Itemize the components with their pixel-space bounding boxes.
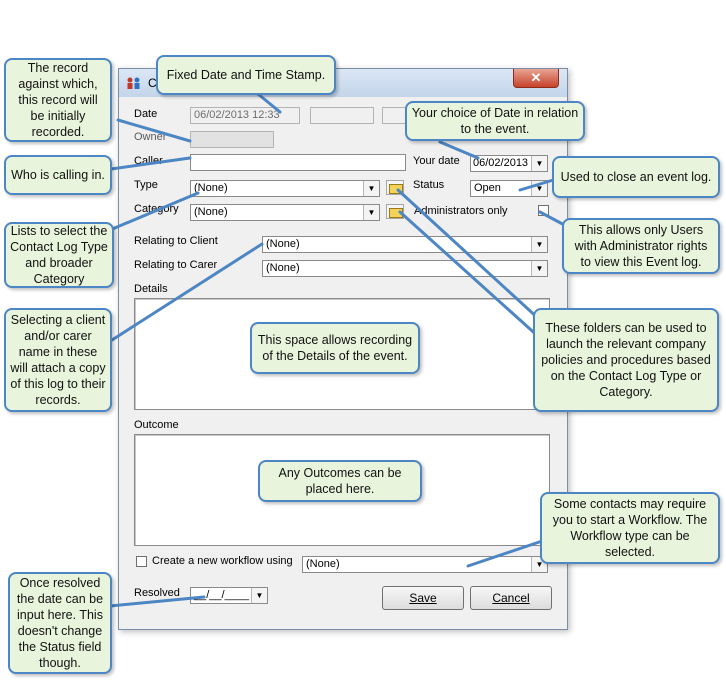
callout-details-space: This space allows recording of the Detai…	[250, 322, 420, 374]
callout-lists-select: Lists to select the Contact Log Type and…	[4, 222, 114, 288]
your-date-value: 06/02/2013	[473, 157, 529, 169]
close-button[interactable]: ✕	[513, 69, 559, 88]
app-icon	[127, 77, 140, 89]
workflow-value: (None)	[306, 558, 340, 570]
dropdown-arrow-icon[interactable]: ▼	[363, 205, 379, 220]
workflow-label: Create a new workflow using	[152, 555, 293, 567]
date-field-extra	[310, 107, 374, 124]
save-button[interactable]: Save	[382, 586, 464, 610]
caller-input[interactable]	[190, 154, 406, 171]
admin-only-label: Administrators only	[414, 205, 508, 217]
category-folder-button[interactable]	[386, 204, 404, 219]
relating-client-label: Relating to Client	[134, 235, 218, 247]
your-date-picker[interactable]: 06/02/2013 ▼	[470, 155, 548, 172]
cancel-button[interactable]: Cancel	[470, 586, 552, 610]
type-select[interactable]: (None) ▼	[190, 180, 380, 197]
date-field: 06/02/2013 12:33	[190, 107, 300, 124]
window-title: C	[148, 76, 157, 90]
dropdown-arrow-icon[interactable]: ▼	[251, 588, 267, 603]
status-select[interactable]: Open ▼	[470, 180, 548, 197]
resolved-date-picker[interactable]: __/__/____ ▼	[190, 587, 268, 604]
resolved-label: Resolved	[134, 587, 180, 599]
callout-selecting-client: Selecting a client and/or carer name in …	[4, 308, 112, 412]
dropdown-arrow-icon[interactable]: ▼	[531, 261, 547, 276]
dropdown-arrow-icon[interactable]: ▼	[363, 181, 379, 196]
resolved-value: __/__/____	[194, 589, 250, 601]
owner-label: Owner	[134, 131, 167, 143]
type-label: Type	[134, 179, 158, 191]
callout-who-calling: Who is calling in.	[4, 155, 112, 195]
outcome-label: Outcome	[134, 419, 179, 431]
relating-client-value: (None)	[266, 238, 300, 250]
details-label: Details	[134, 283, 168, 295]
callout-record-against: The record against which, this record wi…	[4, 58, 112, 142]
relating-carer-label: Relating to Carer	[134, 259, 218, 271]
category-select[interactable]: (None) ▼	[190, 204, 380, 221]
workflow-checkbox[interactable]	[136, 556, 147, 567]
relating-carer-value: (None)	[266, 262, 300, 274]
type-value: (None)	[194, 182, 228, 194]
callout-workflow: Some contacts may require you to start a…	[540, 492, 720, 564]
status-value: Open	[474, 182, 501, 194]
callout-outcomes: Any Outcomes can be placed here.	[258, 460, 422, 502]
relating-client-select[interactable]: (None) ▼	[262, 236, 548, 253]
relating-carer-select[interactable]: (None) ▼	[262, 260, 548, 277]
callout-resolved: Once resolved the date can be input here…	[8, 572, 112, 674]
callout-fixed-date: Fixed Date and Time Stamp.	[156, 55, 336, 95]
close-icon: ✕	[530, 70, 542, 85]
status-label: Status	[413, 179, 445, 191]
folder-icon	[389, 184, 403, 194]
owner-field	[190, 131, 274, 148]
your-date-label: Your date	[413, 155, 460, 167]
callout-your-choice-date: Your choice of Date in relation to the e…	[405, 101, 585, 141]
category-value: (None)	[194, 206, 228, 218]
callout-folders: These folders can be used to launch the …	[533, 308, 719, 412]
dropdown-arrow-icon[interactable]: ▼	[531, 156, 547, 171]
date-label: Date	[134, 108, 158, 120]
callout-admin-rights: This allows only Users with Administrato…	[562, 218, 720, 274]
callout-close-log: Used to close an event log.	[552, 156, 720, 198]
dropdown-arrow-icon[interactable]: ▼	[531, 237, 547, 252]
type-folder-button[interactable]	[386, 180, 404, 195]
